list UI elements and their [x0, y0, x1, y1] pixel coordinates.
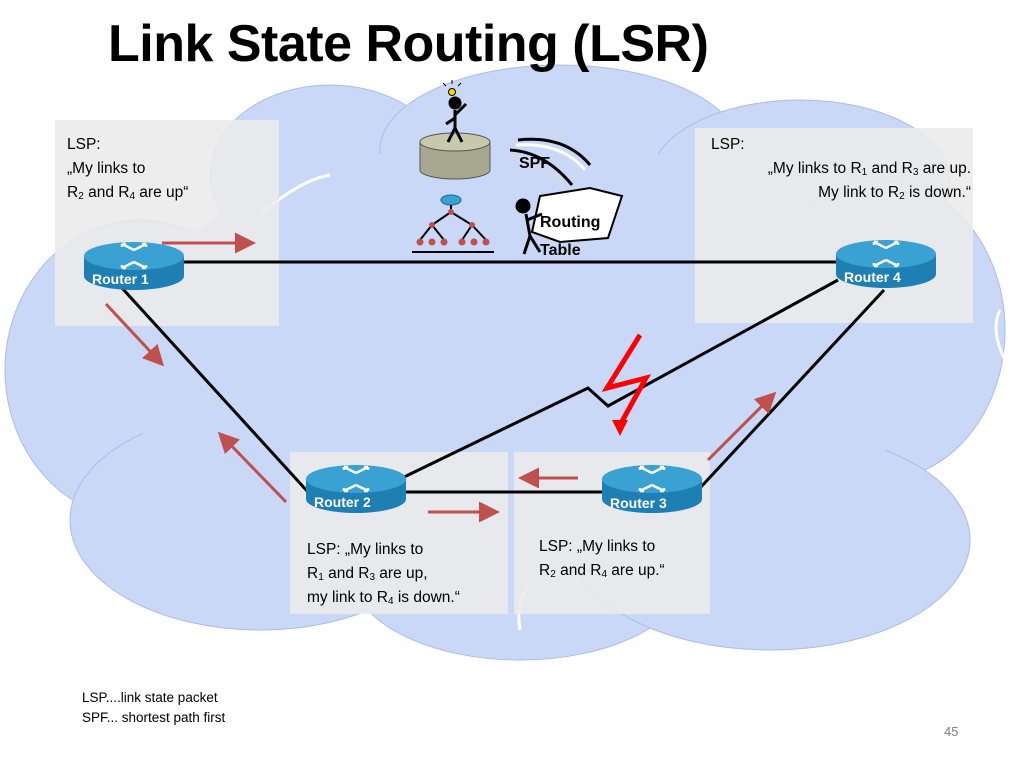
- routing-table-label-2: Table: [540, 242, 581, 259]
- spf-arc-art: [509, 137, 592, 189]
- cloud-swirl: [994, 309, 1007, 361]
- lightning-bolt-icon: [601, 333, 651, 427]
- lsp-router4-line3: My link to R2 is down.“: [818, 184, 971, 202]
- lsp-box-router1: [55, 120, 279, 326]
- link-r3-r4: [698, 288, 886, 490]
- arrow-r2-to-r1: [217, 431, 288, 504]
- arrow-r3-to-r4: [706, 391, 777, 462]
- router-2-label: Router 2: [314, 494, 371, 510]
- lightbulb-icon: [442, 80, 462, 96]
- lsp-router3-text: LSP: „My links to R2 and R4 are up.“: [539, 535, 665, 583]
- lsp-router1-line1: LSP:: [67, 136, 101, 153]
- lsp-router1-line2: „My links to: [67, 160, 146, 177]
- lsp-router2-line3: my link to R4 is down.“: [307, 589, 460, 607]
- routing-table-label-1: Routing: [540, 214, 600, 231]
- person-idea-icon: [445, 96, 468, 143]
- person-carrying-icon: [515, 198, 543, 255]
- link-r1-r2: [120, 286, 310, 494]
- lsp-router4-line1: LSP:: [711, 136, 745, 153]
- lsp-router2-line2: R1 and R3 are up,: [307, 565, 428, 583]
- spf-label: SPF: [519, 155, 550, 172]
- lsp-router3-line2: R2 and R4 are up.“: [539, 562, 665, 580]
- lsp-router1-line3: R2 and R4 are up“: [67, 184, 189, 202]
- lsp-router3-line1: LSP: „My links to: [539, 538, 656, 555]
- slide-title: Link State Routing (LSR): [108, 15, 709, 73]
- footnote-lsp: LSP....link state packet: [82, 690, 218, 705]
- page-number: 45: [944, 724, 959, 739]
- router-1-label: Router 1: [92, 271, 149, 287]
- lsp-router2-text: LSP: „My links to R1 and R3 are up, my l…: [307, 538, 460, 610]
- network-tree-icon: [412, 194, 494, 253]
- lightning-arrowhead: [612, 420, 628, 436]
- footnote-spf: SPF... shortest path first: [82, 710, 226, 725]
- lsp-router1-text: LSP: „My links to R2 and R4 are up“: [67, 133, 188, 205]
- router-3-label: Router 3: [610, 495, 667, 511]
- lsp-box-router4: [695, 128, 973, 323]
- routing-table-paper: [530, 186, 624, 244]
- link-r2-r4-broken: [401, 278, 839, 480]
- lsp-router4-line2: „My links to R1 and R3 are up.: [767, 160, 971, 178]
- router-4-label: Router 4: [844, 269, 901, 285]
- lsp-router2-line1: LSP: „My links to: [307, 541, 424, 558]
- arrow-r1-to-r2: [104, 302, 165, 367]
- database-icon: [419, 132, 491, 180]
- footnotes: LSP....link state packet SPF... shortest…: [82, 688, 225, 728]
